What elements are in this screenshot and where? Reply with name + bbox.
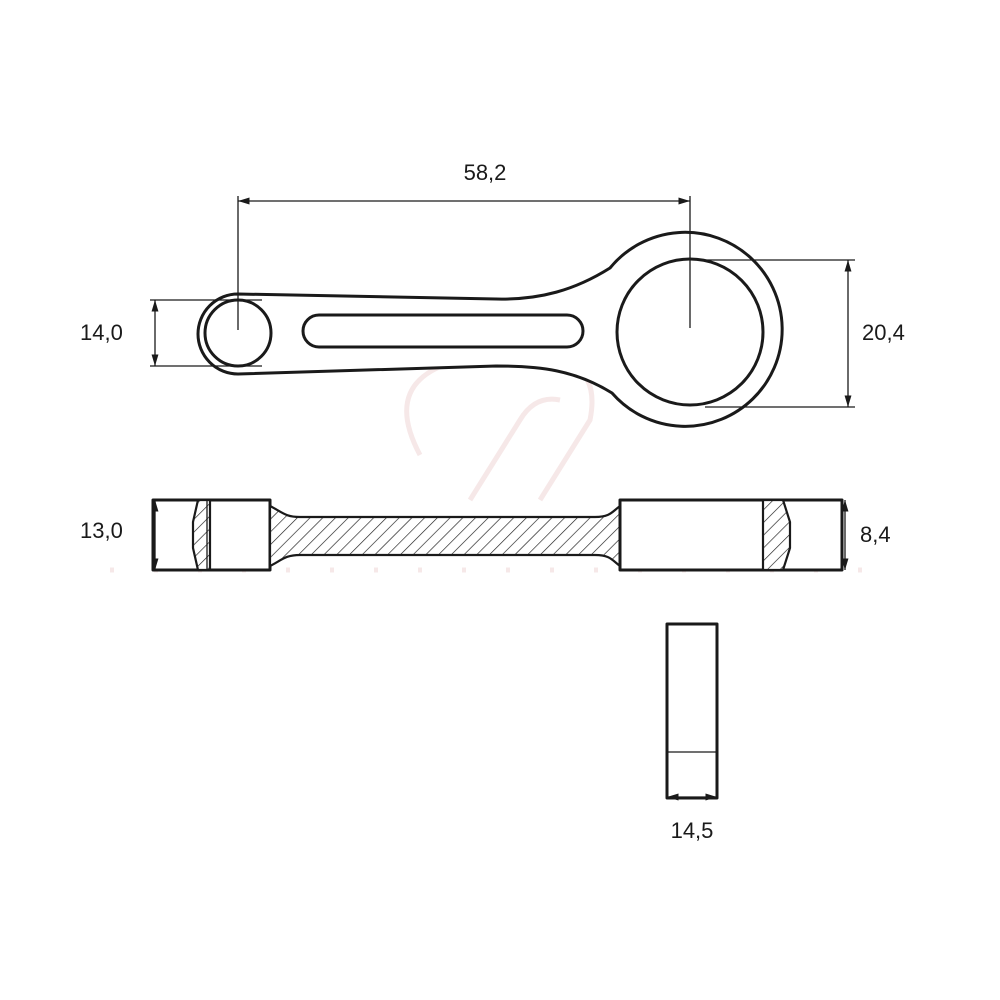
dimension-label-center-distance: 58,2: [464, 160, 507, 185]
dimension-small-end-width: 13,0: [80, 500, 159, 570]
big-end-block-side: [618, 498, 844, 572]
dimension-label-big-end: 20,4: [862, 320, 905, 345]
beam-section-hatch: [268, 503, 622, 569]
piston-pin-body: [665, 622, 719, 800]
dimension-big-end: 20,4: [705, 259, 905, 408]
big-end-section-hatch: [761, 498, 792, 572]
dimension-big-end-width: 8,4: [841, 500, 891, 570]
dimension-center-distance: 58,2: [237, 160, 691, 330]
piston-pin-view: [665, 622, 719, 800]
beam-slot: [301, 313, 585, 349]
small-end-block-side: [151, 498, 272, 572]
rod-top-view: [196, 230, 784, 428]
dimension-label-pin-width: 14,5: [671, 818, 714, 843]
dimension-label-small-end-width: 13,0: [80, 518, 123, 543]
dimension-small-end: 14,0: [80, 299, 262, 367]
dimension-label-small-end: 14,0: [80, 320, 123, 345]
dimension-label-big-end-width: 8,4: [860, 522, 891, 547]
rod-side-view: [151, 498, 844, 572]
dimension-pin-width: 14,5: [667, 793, 717, 843]
small-end-section-hatch: [191, 498, 212, 572]
